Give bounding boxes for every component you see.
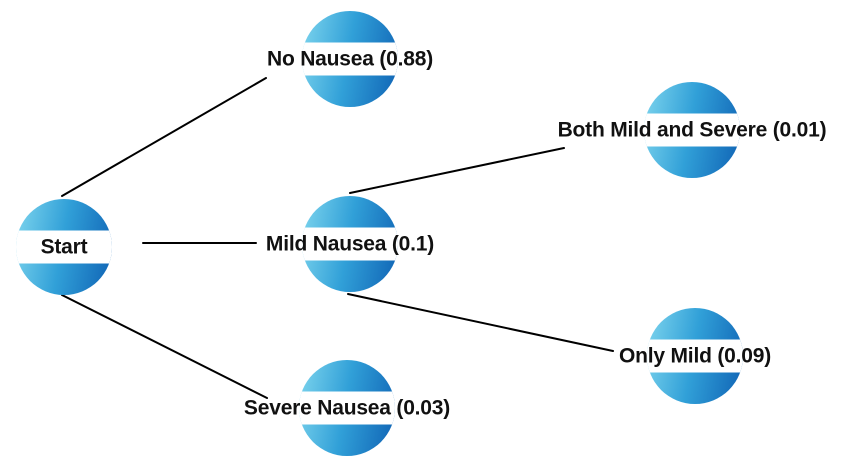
node-circle-both-mild-severe bbox=[644, 82, 740, 178]
node-circle-start bbox=[16, 199, 112, 295]
node-circle-mild-nausea bbox=[302, 196, 398, 292]
edge-start-no-nausea bbox=[61, 77, 267, 197]
node-band bbox=[302, 227, 398, 261]
edge-start-severe-nausea bbox=[61, 294, 268, 399]
node-label-severe-nausea: Severe Nausea (0.03) bbox=[243, 396, 451, 420]
node-circle-only-mild bbox=[647, 308, 743, 404]
node-label-only-mild: Only Mild (0.09) bbox=[619, 344, 771, 368]
node-circle-severe-nausea bbox=[299, 360, 395, 456]
node-label-no-nausea: No Nausea (0.88) bbox=[266, 47, 434, 71]
node-label-both-mild-severe: Both Mild and Severe (0.01) bbox=[557, 118, 827, 142]
node-band bbox=[647, 339, 743, 373]
node-band bbox=[644, 113, 740, 147]
node-circle-no-nausea bbox=[302, 11, 398, 107]
node-band bbox=[302, 42, 398, 76]
node-band bbox=[16, 230, 112, 264]
edge-mild-nausea-only-mild bbox=[347, 293, 614, 352]
edge-mild-nausea-both-mild-severe bbox=[349, 147, 565, 194]
node-band bbox=[299, 391, 395, 425]
node-label-mild-nausea: Mild Nausea (0.1) bbox=[265, 232, 435, 256]
node-label-start: Start bbox=[40, 235, 88, 259]
